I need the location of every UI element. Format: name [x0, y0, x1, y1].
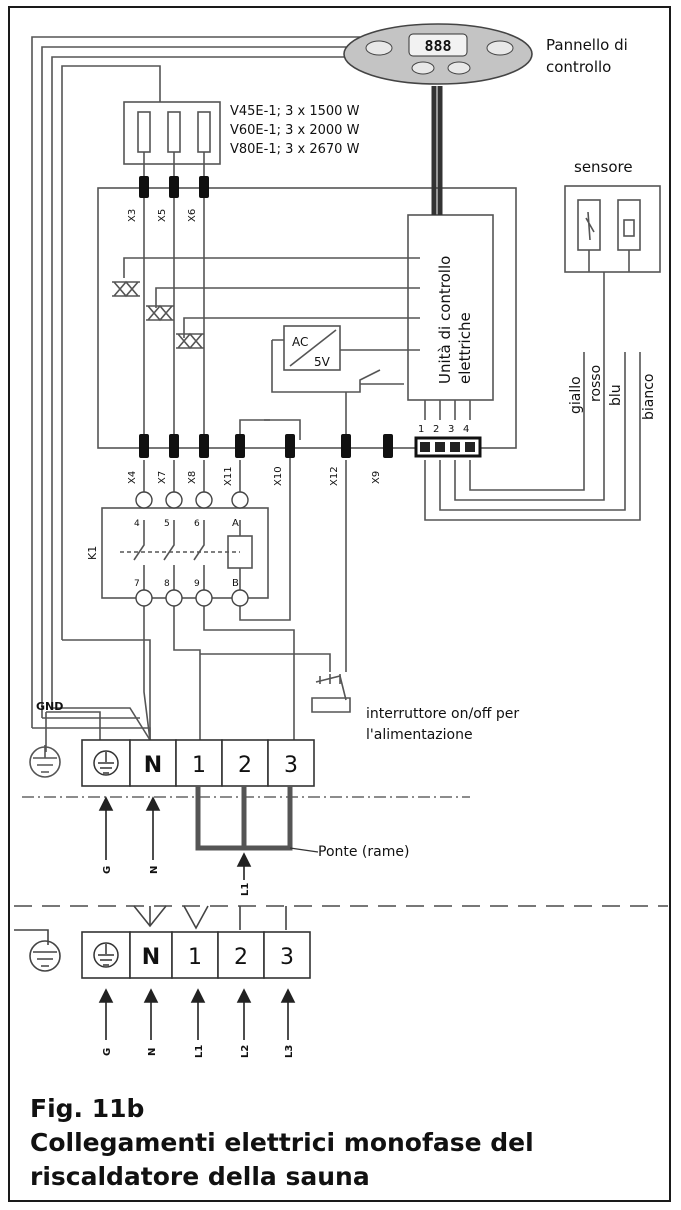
- k1-pin-8: 8: [164, 579, 170, 589]
- tb-pin-3: 3: [448, 424, 454, 435]
- input-lower-n: N: [147, 1048, 158, 1056]
- svg-text:1: 1: [188, 945, 202, 970]
- sensor-wire-bianco: bianco: [641, 374, 657, 421]
- contactor-k1: [101, 507, 269, 599]
- panel-display: [408, 33, 468, 57]
- control-panel: 888: [343, 23, 533, 85]
- input-lower-l1: L1: [194, 1045, 205, 1058]
- connector-marks: [139, 176, 393, 458]
- sensor-label: sensore: [574, 158, 633, 176]
- figure-title-line2: riscaldatore della sauna: [30, 1162, 370, 1191]
- connector-x3: X3: [127, 209, 138, 222]
- wire-outer-2: [41, 46, 360, 718]
- k1-pin-9: 9: [194, 579, 200, 589]
- connector-x9: X9: [371, 471, 382, 484]
- bridge-label: Ponte (rame): [318, 844, 409, 860]
- svg-text:888: 888: [424, 37, 451, 55]
- k1-pin-a: A: [232, 518, 239, 529]
- connector-x10: X10: [273, 466, 284, 486]
- heater-model-3: V80E-1; 3 x 2670 W: [230, 142, 360, 157]
- plus-button: [447, 61, 471, 75]
- k1-pin-b: B: [232, 578, 239, 589]
- input-upper-n: N: [149, 866, 160, 874]
- triac-2: [146, 304, 174, 322]
- heater-model-2: V60E-1; 3 x 2000 W: [230, 123, 360, 138]
- sensor-box: [564, 185, 661, 273]
- minus-button: [411, 61, 435, 75]
- connector-x7: X7: [157, 471, 168, 484]
- sensor-wire-giallo: giallo: [568, 376, 584, 414]
- wire-outer-1: [31, 36, 360, 728]
- k1-pin-6: 6: [194, 519, 200, 529]
- connector-x11: X11: [223, 466, 234, 486]
- triac-3: [176, 332, 204, 350]
- figure-number: Fig. 11b: [30, 1094, 145, 1123]
- connector-x8: X8: [187, 471, 198, 484]
- control-unit-label-2: elettriche: [456, 312, 474, 384]
- tb-pin-1: 1: [418, 424, 424, 435]
- sensor-wire-rosso: rosso: [588, 365, 604, 402]
- svg-text:2: 2: [234, 945, 248, 970]
- k1-pin-4: 4: [134, 519, 140, 529]
- panel-label-2: controllo: [546, 58, 611, 76]
- wire-outer-3: [51, 56, 360, 708]
- svg-text:N: N: [142, 945, 160, 970]
- svg-text:3: 3: [280, 945, 294, 970]
- sensor-wire-blu: blu: [608, 384, 624, 406]
- contactor-label: K1: [86, 546, 99, 560]
- k1-pin-5: 5: [164, 519, 170, 529]
- heater-module-box: [97, 187, 517, 449]
- svg-text:3: 3: [284, 753, 298, 778]
- heater-model-1: V45E-1; 3 x 1500 W: [230, 104, 360, 119]
- k1-pin-7: 7: [134, 579, 140, 589]
- connector-x6: X6: [187, 209, 198, 222]
- wire-n-1: [32, 727, 151, 740]
- input-lower-l2: L2: [240, 1045, 251, 1058]
- switch-label-1: interruttore on/off per: [366, 706, 519, 722]
- terminal-strip-lower: N 1 2 3: [81, 931, 311, 979]
- diagram-frame: [8, 6, 671, 1202]
- input-upper-g: G: [102, 866, 113, 874]
- power-button: [365, 40, 393, 56]
- onoff-switch: [311, 675, 351, 713]
- svg-text:2: 2: [238, 753, 252, 778]
- input-lower-l3: L3: [284, 1045, 295, 1058]
- panel-label-1: Pannello di: [546, 36, 628, 54]
- tb-pin-2: 2: [433, 424, 439, 435]
- gnd-label: GND: [36, 700, 63, 713]
- input-lower-g: G: [102, 1048, 113, 1056]
- connector-x5: X5: [157, 209, 168, 222]
- input-upper-l1: L1: [240, 883, 251, 896]
- psu-box: [283, 325, 341, 371]
- psu-label-ac: AC: [292, 335, 308, 349]
- control-unit-label-1: Unità di controllo: [436, 256, 454, 384]
- figure-title-line1: Collegamenti elettrici monofase del: [30, 1128, 534, 1157]
- terminal-block-1-4: [414, 436, 482, 458]
- switch-label-2: l'alimentazione: [366, 727, 473, 743]
- tb-pin-4: 4: [463, 424, 469, 435]
- terminal-strip-upper: N 1 2 3: [81, 739, 315, 787]
- menu-button: [486, 40, 514, 56]
- resistor-box: [123, 101, 221, 165]
- psu-label-5v: 5V: [314, 355, 331, 369]
- svg-text:N: N: [144, 753, 162, 778]
- control-unit-box: [407, 214, 494, 401]
- triac-1: [112, 280, 140, 298]
- connector-x12: X12: [329, 466, 340, 486]
- connector-x4: X4: [127, 471, 138, 484]
- svg-text:1: 1: [192, 753, 206, 778]
